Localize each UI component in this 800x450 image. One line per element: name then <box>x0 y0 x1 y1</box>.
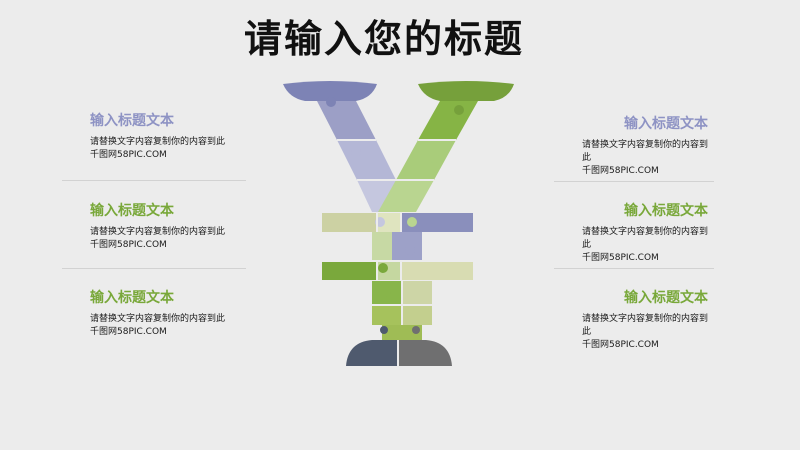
cap-left-piece <box>283 81 377 101</box>
block-heading: 输入标题文本 <box>90 113 174 129</box>
arm-right-piece-1 <box>418 101 478 140</box>
arm-left-piece-1 <box>317 101 376 140</box>
piece-outlines <box>337 139 456 366</box>
bar-top-mid <box>377 213 401 232</box>
block-text-line1: 请替换文字内容复制你的内容到此 <box>582 227 709 250</box>
stem-piece-5 <box>372 305 402 325</box>
base-left-piece <box>346 340 398 366</box>
block-heading: 输入标题文本 <box>90 203 174 219</box>
cap-right-piece <box>418 81 514 101</box>
stem-piece-4 <box>402 281 432 305</box>
block-text-line1: 请替换文字内容复制你的内容到此 <box>90 314 226 324</box>
block-heading: 输入标题文本 <box>624 290 708 306</box>
page-title: 请输入您的标题 <box>243 17 524 61</box>
block-heading: 输入标题文本 <box>90 290 174 306</box>
bar-top-right <box>401 213 473 232</box>
text-block-right-3: 输入标题文本 请替换文字内容复制你的内容到此 千图网58PIC.COM <box>582 287 708 352</box>
block-text-line2: 千图网58PIC.COM <box>582 166 659 176</box>
block-text-line2: 千图网58PIC.COM <box>90 327 167 337</box>
divider <box>554 181 714 182</box>
block-text-line1: 请替换文字内容复制你的内容到此 <box>582 140 709 163</box>
bar-bottom-right <box>401 262 473 280</box>
block-text-line1: 请替换文字内容复制你的内容到此 <box>90 227 226 237</box>
block-text-line1: 请替换文字内容复制你的内容到此 <box>90 137 226 147</box>
stem-piece-6 <box>402 305 432 325</box>
block-text-line2: 千图网58PIC.COM <box>90 150 167 160</box>
arm-left-piece-2 <box>337 140 396 180</box>
bar-bottom-left <box>322 262 377 280</box>
base-right-piece <box>398 340 452 366</box>
block-heading: 输入标题文本 <box>624 203 708 219</box>
divider <box>554 268 714 269</box>
arm-right-piece-3 <box>378 180 434 212</box>
block-text-line2: 千图网58PIC.COM <box>582 340 659 350</box>
block-text-line2: 千图网58PIC.COM <box>90 240 167 250</box>
text-block-left-1: 输入标题文本 请替换文字内容复制你的内容到此 千图网58PIC.COM <box>90 110 260 162</box>
text-block-left-2: 输入标题文本 请替换文字内容复制你的内容到此 千图网58PIC.COM <box>90 200 260 252</box>
text-block-right-1: 输入标题文本 请替换文字内容复制你的内容到此 千图网58PIC.COM <box>582 113 708 178</box>
block-text-line2: 千图网58PIC.COM <box>582 253 659 263</box>
block-heading: 输入标题文本 <box>624 116 708 132</box>
arm-right-piece-2 <box>396 140 456 180</box>
text-block-right-2: 输入标题文本 请替换文字内容复制你的内容到此 千图网58PIC.COM <box>582 200 708 265</box>
divider <box>62 180 246 181</box>
text-block-left-3: 输入标题文本 请替换文字内容复制你的内容到此 千图网58PIC.COM <box>90 287 260 339</box>
block-text-line1: 请替换文字内容复制你的内容到此 <box>582 314 709 337</box>
bar-top-left <box>322 213 377 232</box>
stem-piece-7 <box>382 325 422 341</box>
divider <box>62 268 246 269</box>
